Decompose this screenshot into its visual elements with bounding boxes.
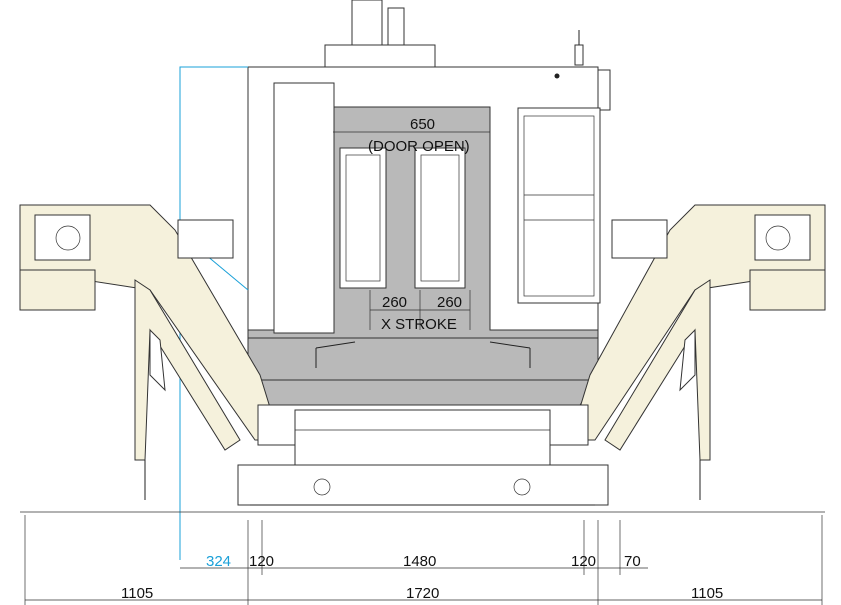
x-left-label: 260 (382, 294, 407, 311)
x-stroke-label: X STROKE (381, 316, 457, 333)
main-enclosure (247, 66, 611, 391)
spindle-head (324, 0, 584, 68)
table-width-label: 1480 (403, 553, 436, 570)
left-chip-conveyor (19, 204, 281, 500)
door-open-width-label: 650 (410, 116, 435, 133)
dimension-lines (24, 131, 823, 605)
gap-left-label: 120 (249, 553, 274, 570)
x-right-label: 260 (437, 294, 462, 311)
overall-left-label: 1105 (121, 585, 153, 602)
door-open-note: (DOOR OPEN) (368, 138, 470, 155)
gap-right-label: 120 (571, 553, 596, 570)
overall-center-label: 1720 (406, 585, 439, 602)
overall-right-label: 1105 (691, 585, 723, 602)
right-offset-label: 70 (624, 553, 641, 570)
side-offset-label: 324 (206, 553, 231, 570)
right-chip-conveyor (569, 204, 826, 500)
machine-base (237, 404, 609, 506)
